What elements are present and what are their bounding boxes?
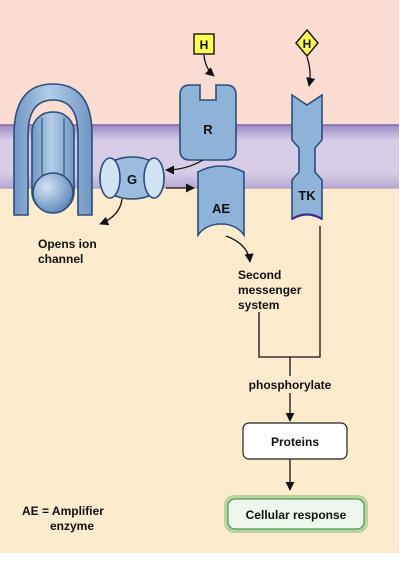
g-protein-label: G <box>127 172 137 187</box>
opens-ion-channel-label-2: channel <box>38 252 83 266</box>
legend-line-2: enzyme <box>50 519 94 533</box>
cellular-response-box: Cellular response <box>224 495 368 533</box>
second-messenger-label-1: Second <box>238 268 281 282</box>
proteins-label: Proteins <box>271 435 319 449</box>
hormone-square-label: H <box>200 38 209 52</box>
cellular-response-label: Cellular response <box>246 508 347 522</box>
proteins-box: Proteins <box>242 422 348 460</box>
amplifier-enzyme-label: AE <box>212 201 230 216</box>
tyrosine-kinase-label: TK <box>298 188 316 203</box>
intracellular-region <box>0 188 399 553</box>
g-protein: G <box>99 156 165 200</box>
legend-line-1: AE = Amplifier <box>22 504 104 518</box>
ion-channel <box>13 83 93 216</box>
tyrosine-kinase-receptor: TK <box>291 93 323 221</box>
channel-gate <box>32 172 74 214</box>
hormone-diamond: H <box>295 28 319 58</box>
phosphorylate-label: phosphorylate <box>249 378 332 392</box>
receptor-r-label: R <box>203 122 213 137</box>
hormone-square: H <box>193 33 215 55</box>
receptor-r: R <box>179 84 237 161</box>
opens-ion-channel-label-1: Opens ion <box>38 237 97 251</box>
amplifier-enzyme: AE <box>197 165 245 238</box>
second-messenger-label-3: system <box>238 298 279 312</box>
second-messenger-label-2: messenger <box>238 283 302 297</box>
hormone-diamond-label: H <box>303 37 312 51</box>
